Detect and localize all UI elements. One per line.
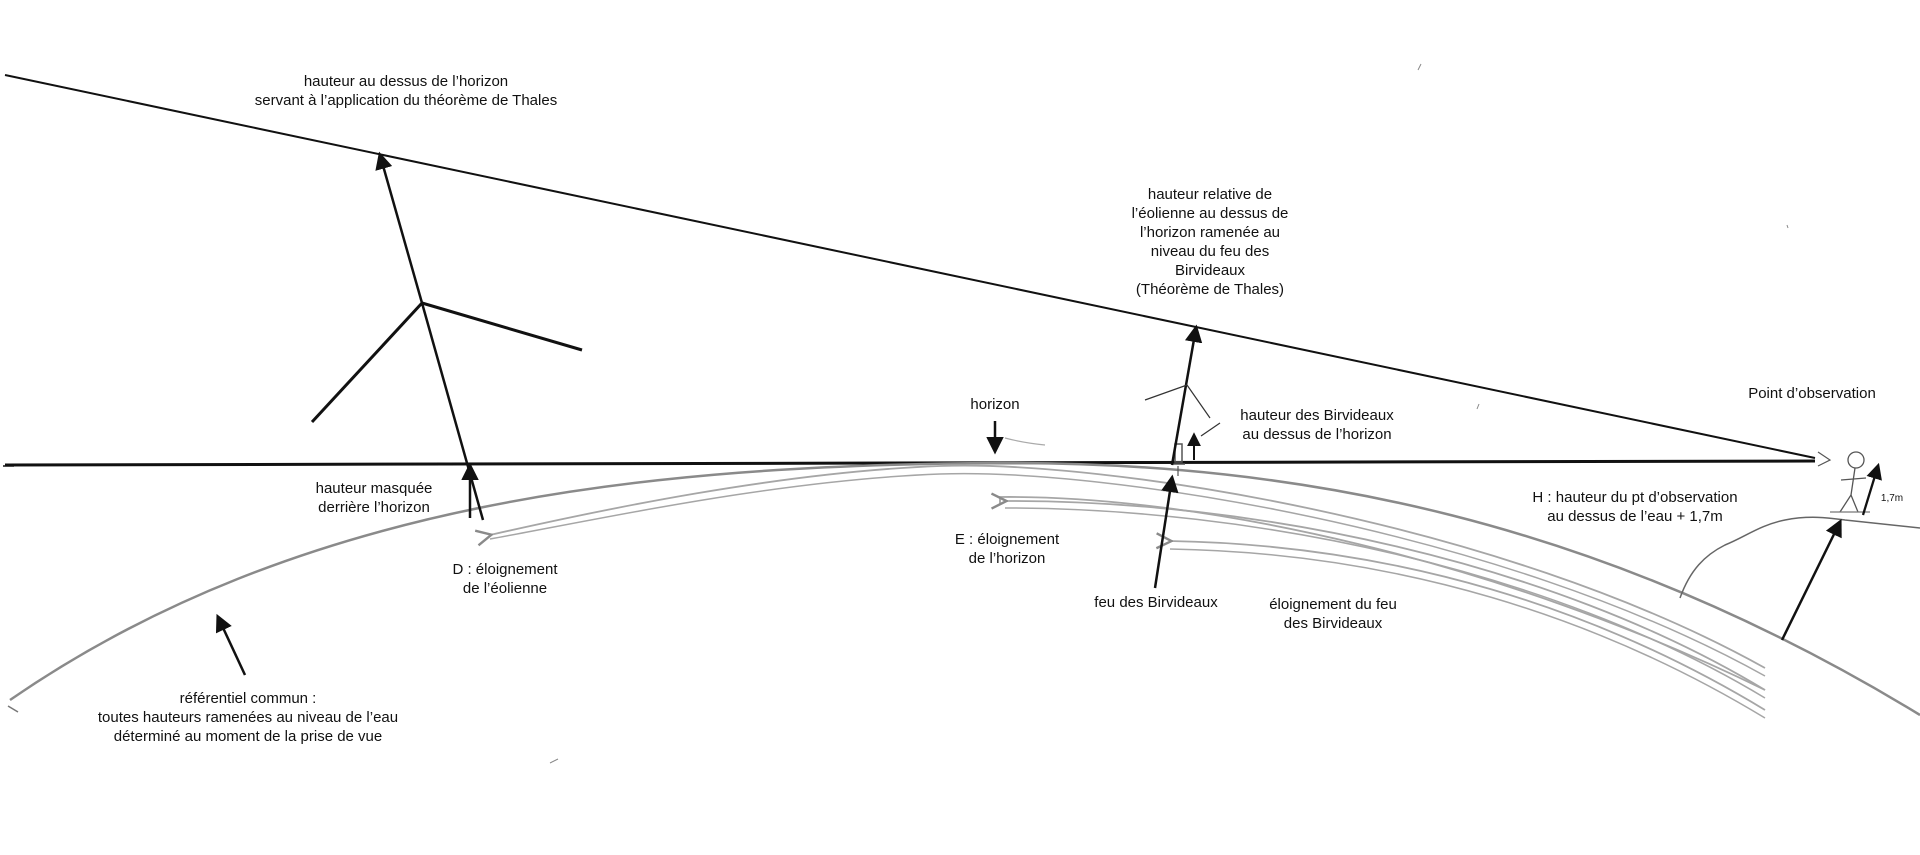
label-light-distance: éloignement du feu des Birvideaux: [1269, 596, 1397, 632]
distance-arc-turbine: [490, 464, 1766, 669]
turbine-blade-right: [421, 301, 583, 352]
label-common-reference: référentiel commun : toutes hauteurs ram…: [97, 690, 399, 745]
eye-marker: [1817, 451, 1832, 467]
label-relative-height: hauteur relative de l’éolienne au dessus…: [1131, 186, 1289, 298]
reference-arrow: [215, 613, 247, 676]
birvideaux-small-leader: [1200, 422, 1221, 437]
distance-arc-turbine-2: [489, 472, 1766, 677]
stray-mark: [549, 758, 559, 764]
turbine-tower: [420, 302, 485, 521]
thales-height-arrow: [375, 151, 424, 304]
distance-arc-horizon-main: [1005, 501, 1766, 691]
stray-mark: [1417, 63, 1422, 71]
relative-height-arrow: [1170, 324, 1203, 466]
earth-curve: [9, 461, 1920, 717]
stray-mark: [1786, 224, 1789, 229]
person-head: [1847, 451, 1865, 469]
sight-line: [4, 74, 1816, 459]
label-observer-height: H : hauteur du pt d’observation au dessu…: [1532, 489, 1738, 525]
horizon-pencil-mark: [1004, 437, 1046, 446]
birvideaux-light-arrow: [1153, 474, 1179, 589]
label-person-height: 1,7m: [1880, 493, 1904, 504]
label-thales-height: hauteur au dessus de l’horizon servant à…: [254, 73, 558, 109]
turbine-blade-left: [310, 301, 424, 424]
distance-arc-light-2: [1169, 548, 1766, 719]
label-horizon: horizon: [970, 396, 1020, 413]
person-legs: [1839, 493, 1859, 513]
stray-mark: [1476, 403, 1480, 410]
earth-curve-start-mark: [7, 705, 19, 713]
label-masked-height: hauteur masquée derrière l’horizon: [315, 480, 433, 516]
wind-turbine: [310, 301, 583, 521]
label-horizon-distance: E : éloignement de l’horizon: [954, 531, 1060, 567]
label-turbine-distance: D : éloignement de l’éolienne: [452, 561, 558, 597]
label-birvideaux-light: feu des Birvideaux: [1094, 594, 1218, 611]
distance-arc-light: [1170, 541, 1766, 711]
observer-height-arrow: [1780, 518, 1842, 641]
label-birvideaux-height: hauteur des Birvideaux au dessus de l’ho…: [1240, 407, 1394, 443]
person-arms: [1840, 477, 1867, 481]
label-observation-point: Point d’observation: [1748, 385, 1876, 402]
distance-arc-horizon-2: [1004, 507, 1766, 699]
horizon-line: [4, 459, 1816, 467]
person-height-arrow: [1861, 462, 1882, 516]
person-body: [1850, 467, 1856, 496]
coastline: [1679, 516, 1920, 599]
birvideaux-label-leader: [1144, 384, 1211, 419]
